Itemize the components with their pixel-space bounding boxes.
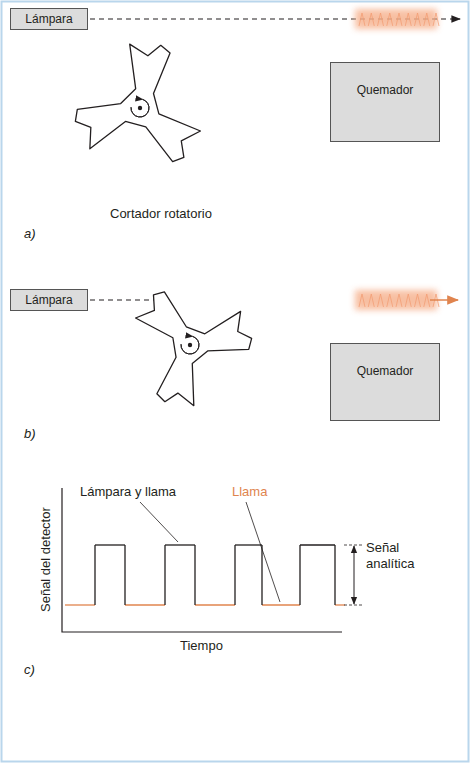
box-label: Quemador — [353, 364, 418, 378]
signal-label: Señal analítica — [366, 540, 446, 573]
bracket-tick — [344, 545, 362, 546]
signal-low — [335, 604, 345, 605]
signal-edge — [261, 545, 262, 605]
flame — [355, 9, 439, 29]
burner-box: Quemador — [330, 343, 440, 421]
box-label: Quemador — [353, 83, 418, 97]
signal-edge — [194, 545, 195, 605]
signal-high — [300, 544, 335, 545]
signal-low — [262, 604, 300, 605]
rotary-chopper — [136, 292, 252, 406]
axis-title: Señal del detector — [38, 507, 54, 612]
panel-letter: c) — [24, 662, 35, 678]
signal-low — [125, 604, 165, 605]
box-label: Lámpara — [21, 12, 76, 26]
flame — [355, 290, 439, 310]
leader-line — [246, 502, 280, 602]
signal-low — [195, 604, 235, 605]
signal-high — [235, 544, 262, 545]
component-label: Cortador rotatorio — [110, 206, 212, 222]
leader-line — [140, 502, 178, 542]
panel-letter: a) — [24, 226, 36, 242]
flame-emission-arrow — [430, 299, 458, 301]
signal-high — [165, 544, 195, 545]
signal-edge — [334, 545, 335, 605]
signal-edge — [164, 545, 165, 605]
rotary-chopper — [75, 44, 200, 161]
burner-box: Quemador — [330, 62, 440, 142]
chart-axes — [62, 488, 342, 632]
panel-letter: b) — [24, 426, 36, 442]
signal-label: Lámpara y llama — [80, 484, 176, 500]
signal-edge — [234, 545, 235, 605]
lamp-box: Lámpara — [10, 289, 88, 311]
signal-low — [65, 604, 95, 605]
axis-title: Tiempo — [180, 638, 223, 654]
signal-edge — [124, 545, 125, 605]
signal-label: Llama — [232, 484, 267, 500]
signal-edge — [299, 545, 300, 605]
bracket-tick — [344, 605, 362, 606]
box-label: Lámpara — [21, 293, 76, 307]
amplitude-arrow — [354, 546, 355, 604]
signal-edge — [94, 545, 95, 605]
lamp-box: Lámpara — [10, 8, 88, 30]
signal-high — [95, 544, 125, 545]
